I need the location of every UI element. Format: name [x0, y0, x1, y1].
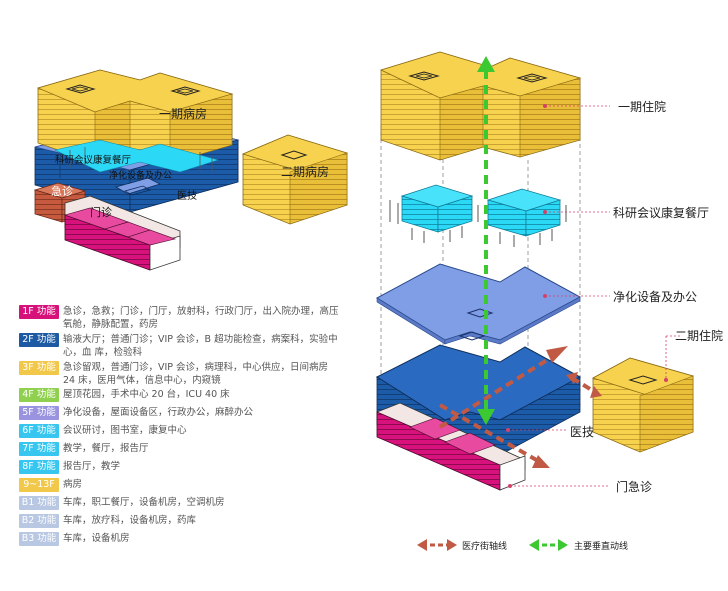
label-research-right: 科研会议康复餐厅 — [613, 205, 709, 220]
legend-text: 净化设备，屋面设备区，行政办公，麻醉办公 — [63, 407, 254, 418]
legend-badge: 2F 功能 — [19, 333, 59, 347]
legend-green-axis-label: 主要垂直动线 — [574, 540, 628, 552]
legend-text: 车库，职工餐厅，设备机房，空调机房 — [63, 497, 225, 508]
label-research-left: 科研会议康复餐厅 — [55, 154, 132, 166]
legend-badge: 6F 功能 — [19, 424, 59, 438]
legend-row: 5F 功能 净化设备，屋面设备区，行政办公，麻醉办公 — [19, 406, 339, 420]
right-exploded-axonometric: 一期住院 科研会议康复餐厅 净化设备及办公 二期住院 医技 门急诊 医疗街轴线 … — [375, 51, 723, 552]
legend-row: 9~13F 病房 — [19, 478, 339, 492]
legend-text: 报告厅，教学 — [63, 461, 121, 472]
legend-row: 2F 功能 输液大厅；普通门诊；VIP 会诊，B 超功能检查，病案科，实验中心，… — [19, 333, 339, 359]
left-ward-tower — [36, 69, 234, 164]
legend-badge: 7F 功能 — [19, 442, 59, 456]
legend-badge: B2 功能 — [19, 514, 59, 528]
legend-row: B2 功能 车库，放疗科，设备机房，药库 — [19, 514, 339, 528]
right-purify-plate — [376, 263, 582, 345]
legend-badge: 1F 功能 — [19, 305, 59, 319]
label-ward-phase1-right: 一期住院 — [618, 100, 666, 114]
legend-row: B1 功能 车库，职工餐厅，设备机房，空调机房 — [19, 496, 339, 510]
red-arrowhead-left — [566, 372, 578, 384]
legend-badge: 3F 功能 — [19, 361, 59, 375]
legend-badge: 9~13F — [19, 478, 59, 492]
red-arrowhead-se — [532, 455, 550, 468]
label-clinic-right: 门急诊 — [616, 479, 652, 494]
label-purify-right: 净化设备及办公 — [613, 289, 697, 304]
label-ward-phase2-left: 二期病房 — [281, 164, 329, 179]
legend-text: 急诊留观，普通门诊，VIP 会诊，病理科，中心供应，日间病房 24 床，医用气体… — [63, 362, 329, 386]
legend-row: 6F 功能 会议研讨，图书室，康复中心 — [19, 424, 339, 438]
legend-row: 4F 功能 屋顶花园，手术中心 20 台，ICU 40 床 — [19, 388, 339, 402]
legend-badge: B1 功能 — [19, 496, 59, 510]
label-purify-left: 净化设备及办公 — [109, 169, 172, 181]
legend-row: B3 功能 车库，设备机房 — [19, 532, 339, 546]
legend-text: 急诊，急救；门诊，门厅，放射科，行政门厅，出入院办理，高压氧舱，静脉配置，药房 — [63, 306, 339, 330]
left-outpatient-block — [64, 195, 181, 271]
red-arrowhead-ne — [546, 346, 568, 363]
left-phase2-ward — [241, 134, 349, 225]
legend-row: 3F 功能 急诊留观，普通门诊，VIP 会诊，病理科，中心供应，日间病房 24 … — [19, 361, 339, 387]
medical-street-axis — [438, 353, 597, 464]
right-clinic-block — [376, 402, 526, 491]
label-medtech-left: 医技 — [177, 189, 197, 202]
left-research-band — [54, 139, 220, 173]
label-outpatient-left: 门诊 — [90, 205, 112, 219]
legend-text: 教学，餐厅，报告厅 — [63, 443, 149, 454]
vertical-circulation-line — [477, 56, 495, 425]
right-phase2-ward — [591, 357, 695, 453]
arrow-legend: 医疗街轴线 主要垂直动线 — [417, 539, 628, 552]
legend-badge: 5F 功能 — [19, 406, 59, 420]
left-axonometric: 一期病房 二期病房 科研会议康复餐厅 净化设备及办公 医技 急诊 门诊 — [33, 69, 349, 271]
legend-badge: 8F 功能 — [19, 460, 59, 474]
label-ward-phase1-left: 一期病房 — [159, 106, 207, 121]
right-phase1-ward — [379, 51, 582, 161]
legend-row: 7F 功能 教学，餐厅，报告厅 — [19, 442, 339, 456]
legend-row: 8F 功能 报告厅，教学 — [19, 460, 339, 474]
legend-text: 车库，设备机房 — [63, 533, 130, 544]
red-arrowhead-right — [590, 386, 602, 398]
legend-badge: 4F 功能 — [19, 388, 59, 402]
legend-text: 输液大厅；普通门诊；VIP 会诊，B 超功能检查，病案科，实验中心，血 库，检验… — [63, 334, 338, 358]
legend-badge: B3 功能 — [19, 532, 59, 546]
label-emergency-left: 急诊 — [51, 184, 73, 198]
legend-text: 会议研讨，图书室，康复中心 — [63, 425, 187, 436]
leader-lines — [508, 105, 680, 487]
legend-text: 车库，放疗科，设备机房，药库 — [63, 515, 197, 526]
legend-text: 屋顶花园，手术中心 20 台，ICU 40 床 — [63, 389, 230, 400]
label-ward-phase2-right: 二期住院 — [675, 329, 723, 343]
legend-text: 病房 — [63, 479, 83, 490]
label-medtech-right: 医技 — [570, 425, 594, 439]
legend-row: 1F 功能 急诊，急救；门诊，门厅，放射科，行政门厅，出入院办理，高压氧舱，静脉… — [19, 305, 339, 331]
legend-red-axis-label: 医疗街轴线 — [462, 540, 507, 552]
right-research-blocks — [389, 184, 567, 247]
